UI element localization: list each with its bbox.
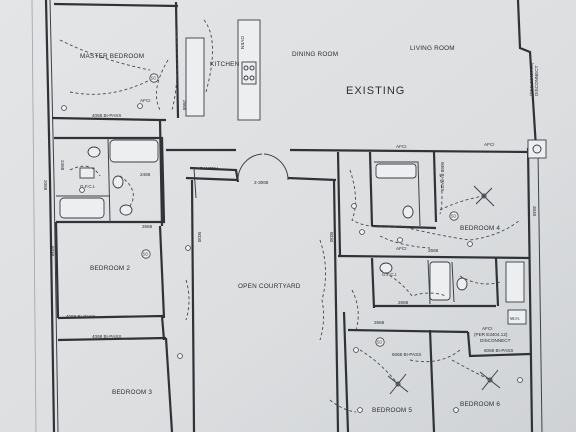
room-label-living-room: LIVING ROOM	[410, 45, 455, 52]
door-label: 6068 BI-PASS	[484, 348, 513, 353]
door-label: 2668	[374, 320, 385, 325]
sink-fixture	[505, 261, 525, 303]
bathtub-fixture	[429, 261, 451, 301]
afci-label: AFCI	[396, 246, 406, 251]
door-label: 4068 BI-PASS	[66, 314, 95, 319]
door-label: 2668	[142, 224, 153, 229]
smoke-detector-icon: SD	[449, 211, 459, 221]
room-label-master-bedroom: MASTER BEDROOM	[80, 53, 144, 60]
gfci-label: G.F.C.I.	[382, 272, 398, 277]
door-label: 4068 BI-PASS	[92, 334, 121, 339]
afci-label: AFCI	[140, 98, 150, 103]
per-code-note: (PER E3404.12)	[474, 332, 508, 337]
disconnect-note: DISCONNECT	[534, 65, 539, 96]
gfci-label: G.F.C.I.	[80, 184, 96, 189]
door-labels: 4068 BI-PASS 4068 BI-PASS 4068 BI-PASS 6…	[43, 100, 537, 357]
smoke-detector-icon: SD	[375, 337, 385, 347]
room-label-dining-room: DINING ROOM	[292, 51, 338, 58]
stove-fixture	[241, 61, 257, 85]
room-label-bedroom-2: BEDROOM 2	[90, 265, 130, 272]
room-label-existing: EXISTING	[346, 85, 405, 97]
door-label: 2068	[43, 180, 48, 191]
room-label-bedroom-4: BEDROOM 4	[460, 225, 500, 232]
door-label: 2668	[398, 300, 409, 305]
room-label-kitchen: KITCHEN	[210, 61, 240, 68]
toilet-fixture	[402, 205, 414, 219]
plumbing-fixtures	[59, 61, 547, 303]
door-label: 3040	[532, 206, 537, 217]
wall-outlines	[44, 0, 543, 432]
bathtub-fixture	[375, 163, 417, 179]
disconnect-note: DISCONNECT	[480, 338, 511, 343]
sd-label: SD	[143, 252, 149, 257]
room-label-bedroom-6: BEDROOM 6	[460, 401, 500, 408]
room-label-oven: OVEN	[240, 36, 245, 49]
door-label: 2668	[182, 100, 187, 111]
door-label: 8030	[197, 232, 202, 243]
door-label: 4068 BI-PASS	[92, 113, 121, 118]
door-label: 2668	[428, 248, 439, 253]
door-label: 6068 BI-PASS	[392, 352, 421, 357]
toilet-fixture	[456, 277, 468, 291]
water-heater-label: W.H.	[510, 316, 520, 321]
room-label-open-courtyard: OPEN COURTYARD	[238, 283, 301, 290]
door-label: 6068 BI-PASS	[440, 162, 445, 191]
sd-label: SD	[151, 76, 157, 81]
sink-fixture	[79, 167, 95, 179]
toilet-fixture	[112, 175, 124, 189]
electrical-labels: AFCI AFCI AFCI AFCI AFCI G.F.C.I. G.F.C.…	[80, 62, 539, 343]
ceiling-fan-icon	[387, 373, 409, 395]
door-label: 6030	[50, 246, 55, 257]
toilet-fixture	[119, 204, 133, 216]
bathtub-fixture	[109, 139, 159, 163]
outlet-symbols	[61, 103, 523, 413]
door-label-courtyard: 2-3068	[254, 180, 269, 185]
sd-label: SD	[451, 214, 457, 219]
per-code-note: (PER E3404.12)	[529, 62, 534, 96]
door-label: 2468	[60, 160, 65, 171]
afci-label: AFCI	[484, 142, 494, 147]
electrical-panel	[527, 139, 547, 159]
afci-label: AFCI	[396, 144, 406, 149]
electrical-wiring	[59, 19, 521, 413]
door-label: 2468	[140, 172, 151, 177]
room-label-bedroom-3: BEDROOM 3	[112, 389, 152, 396]
smoke-detector-icon: SD	[149, 73, 159, 83]
door-label: 8030	[329, 232, 334, 243]
room-label-bedroom-5: BEDROOM 5	[372, 407, 412, 414]
room-label-pantry: PANTRY	[200, 166, 218, 171]
bathtub-fixture	[59, 197, 105, 219]
smoke-detector-icon: SD	[141, 249, 151, 259]
room-labels: MASTER BEDROOM KITCHEN OVEN DINING ROOM …	[80, 36, 500, 414]
sd-label: SD	[377, 340, 383, 345]
afci-label: AFCI	[482, 326, 492, 331]
sheet-border-left	[31, 0, 37, 432]
ceiling-fan-icon	[479, 369, 501, 391]
toilet-fixture	[87, 146, 101, 158]
